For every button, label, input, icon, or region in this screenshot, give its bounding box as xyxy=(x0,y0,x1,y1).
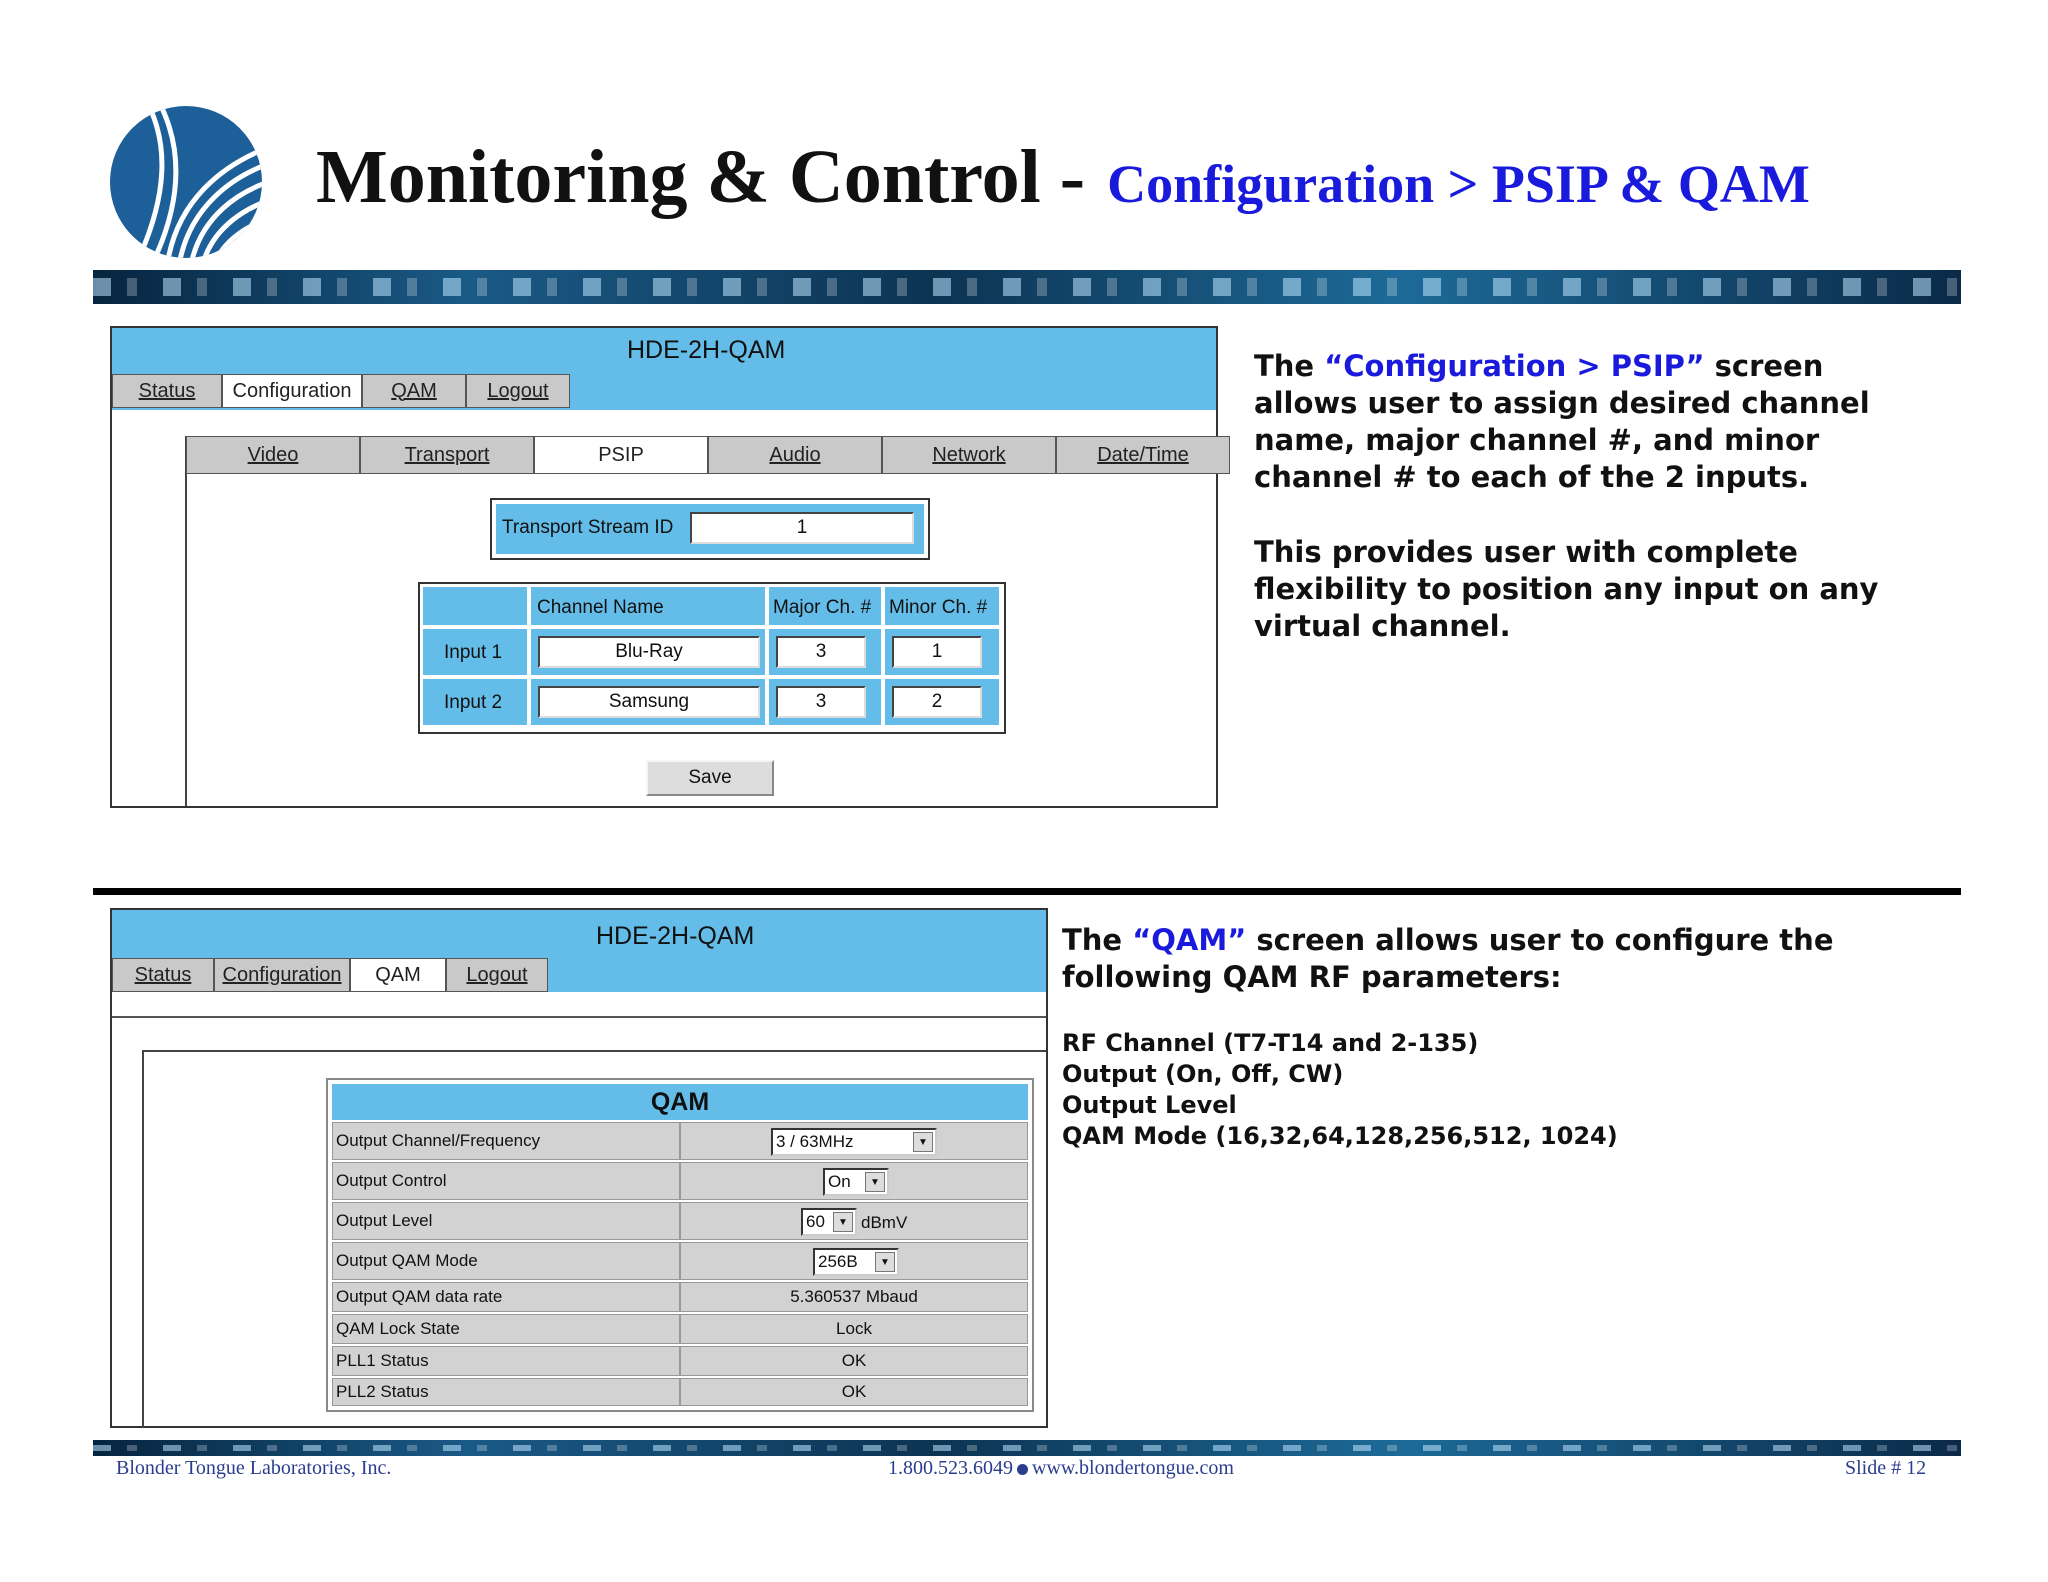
qam-row-label: Output Channel/Frequency xyxy=(332,1122,680,1160)
footer-contact: 1.800.523.6049 www.blondertongue.com xyxy=(888,1457,1234,1480)
subtab-network[interactable]: Network xyxy=(882,436,1056,474)
psip-sub-tabs: Video Transport PSIP Audio Network Date/… xyxy=(186,436,1230,474)
qam-table: QAM Output Channel/Frequency 3 / 63MHz▼ … xyxy=(326,1078,1034,1412)
slide-subtitle: Configuration > PSIP & QAM xyxy=(1107,154,1810,214)
psip-main-tabs: Status Configuration QAM Logout xyxy=(112,374,570,408)
qam-tab-logout[interactable]: Logout xyxy=(446,958,548,992)
output-level-select[interactable]: 60▼ xyxy=(801,1208,857,1236)
list-item: QAM Mode (16,32,64,128,256,512, 1024) xyxy=(1062,1122,1618,1150)
qam-tab-qam[interactable]: QAM xyxy=(350,958,446,992)
input-2-minor-field[interactable]: 2 xyxy=(892,686,982,718)
qam-row-value: OK xyxy=(680,1346,1028,1376)
output-level-unit: dBmV xyxy=(861,1213,908,1232)
chevron-down-icon: ▼ xyxy=(913,1132,933,1152)
tab-configuration[interactable]: Configuration xyxy=(222,374,362,408)
qam-row-label: Output QAM data rate xyxy=(332,1282,680,1312)
subtab-psip[interactable]: PSIP xyxy=(534,436,708,474)
input-1-minor-field[interactable]: 1 xyxy=(892,636,982,668)
input-1-channel-name-field[interactable]: Blu-Ray xyxy=(538,636,760,668)
footer-phone: 1.800.523.6049 xyxy=(888,1457,1013,1479)
psip-device-title: HDE-2H-QAM xyxy=(627,336,786,364)
col-channel-name: Channel Name xyxy=(537,597,664,618)
qam-mode-select[interactable]: 256B▼ xyxy=(813,1248,899,1276)
qam-row-output-level: Output Level 60▼ dBmV xyxy=(332,1202,1028,1240)
psip-highlight: “Configuration > PSIP” xyxy=(1324,349,1705,383)
subtab-transport[interactable]: Transport xyxy=(360,436,534,474)
list-item: Output (On, Off, CW) xyxy=(1062,1060,1344,1088)
footer-slide-number: Slide # 12 xyxy=(1845,1457,1927,1479)
qam-main-tabs: Status Configuration QAM Logout xyxy=(112,958,548,992)
qam-tab-status[interactable]: Status xyxy=(112,958,214,992)
channel-table: Channel Name Major Ch. # Minor Ch. # Inp… xyxy=(418,582,1006,734)
row-input-2-label: Input 2 xyxy=(444,692,503,713)
qam-row-label: PLL2 Status xyxy=(332,1378,680,1406)
list-item: Output Level xyxy=(1062,1091,1237,1119)
qam-row-pll2-status: PLL2 Status OK xyxy=(332,1378,1028,1406)
col-major-channel: Major Ch. # xyxy=(773,597,872,618)
input-1-major-field[interactable]: 3 xyxy=(776,636,866,668)
psip-description: The “Configuration > PSIP” screen allows… xyxy=(1254,348,1894,645)
tab-qam[interactable]: QAM xyxy=(362,374,466,408)
qam-table-title: QAM xyxy=(332,1084,1028,1120)
qam-description: The “QAM” screen allows user to configur… xyxy=(1062,922,1942,996)
slide-title: Monitoring & Control - Configuration > PS… xyxy=(316,134,1810,221)
section-divider xyxy=(93,888,1961,895)
tab-logout[interactable]: Logout xyxy=(466,374,570,408)
qam-row-output-channel: Output Channel/Frequency 3 / 63MHz▼ xyxy=(332,1122,1028,1160)
input-2-major-field[interactable]: 3 xyxy=(776,686,866,718)
subtab-date-time[interactable]: Date/Time xyxy=(1056,436,1230,474)
slide-title-main: Monitoring & Control - xyxy=(316,135,1086,219)
bullet-icon xyxy=(1017,1463,1028,1475)
qam-row-label: Output Level xyxy=(332,1202,680,1240)
list-item: RF Channel (T7-T14 and 2-135) xyxy=(1062,1029,1479,1057)
psip-panel: HDE-2H-QAM Status Configuration QAM Logo… xyxy=(110,326,1230,808)
psip-description-p2: This provides user with complete flexibi… xyxy=(1254,535,1879,643)
qam-row-data-rate: Output QAM data rate 5.360537 Mbaud xyxy=(332,1282,1028,1312)
qam-row-label: PLL1 Status xyxy=(332,1346,680,1376)
tsid-input[interactable]: 1 xyxy=(690,512,914,544)
qam-panel: HDE-2H-QAM Status Configuration QAM Logo… xyxy=(110,908,1048,1428)
chevron-down-icon: ▼ xyxy=(875,1252,895,1272)
qam-row-label: QAM Lock State xyxy=(332,1314,680,1344)
subtab-audio[interactable]: Audio xyxy=(708,436,882,474)
qam-row-output-control: Output Control On▼ xyxy=(332,1162,1028,1200)
tsid-label: Transport Stream ID xyxy=(502,517,674,538)
chevron-down-icon: ▼ xyxy=(865,1172,885,1192)
header-band xyxy=(93,270,1961,304)
qam-parameter-list: RF Channel (T7-T14 and 2-135) Output (On… xyxy=(1062,1028,1942,1152)
qam-row-label: Output Control xyxy=(332,1162,680,1200)
content-border xyxy=(185,436,187,806)
save-button[interactable]: Save xyxy=(646,760,774,796)
qam-device-title: HDE-2H-QAM xyxy=(596,922,755,950)
chevron-down-icon: ▼ xyxy=(833,1212,853,1232)
tab-status[interactable]: Status xyxy=(112,374,222,408)
footer-website: www.blondertongue.com xyxy=(1032,1457,1234,1479)
qam-description-p1: The “QAM” screen allows user to configur… xyxy=(1062,923,1834,994)
qam-highlight: “QAM” xyxy=(1132,923,1247,957)
footer-company: Blonder Tongue Laboratories, Inc. xyxy=(116,1457,392,1479)
company-logo xyxy=(110,106,262,258)
tsid-box: Transport Stream ID 1 xyxy=(490,498,930,560)
qam-row-value: OK xyxy=(680,1378,1028,1406)
psip-description-p1: The “Configuration > PSIP” screen allows… xyxy=(1254,349,1870,494)
qam-tab-configuration[interactable]: Configuration xyxy=(214,958,350,992)
qam-row-lock-state: QAM Lock State Lock xyxy=(332,1314,1028,1344)
col-minor-channel: Minor Ch. # xyxy=(889,597,988,618)
qam-row-pll1-status: PLL1 Status OK xyxy=(332,1346,1028,1376)
qam-row-label: Output QAM Mode xyxy=(332,1242,680,1280)
footer-band xyxy=(93,1440,1961,1456)
qam-row-qam-mode: Output QAM Mode 256B▼ xyxy=(332,1242,1028,1280)
row-input-1-label: Input 1 xyxy=(444,642,503,663)
qam-row-value: Lock xyxy=(680,1314,1028,1344)
output-channel-select[interactable]: 3 / 63MHz▼ xyxy=(771,1128,937,1156)
output-control-select[interactable]: On▼ xyxy=(823,1168,889,1196)
input-2-channel-name-field[interactable]: Samsung xyxy=(538,686,760,718)
qam-row-value: 5.360537 Mbaud xyxy=(680,1282,1028,1312)
qam-content-frame xyxy=(142,1050,1046,1428)
subtab-video[interactable]: Video xyxy=(186,436,360,474)
